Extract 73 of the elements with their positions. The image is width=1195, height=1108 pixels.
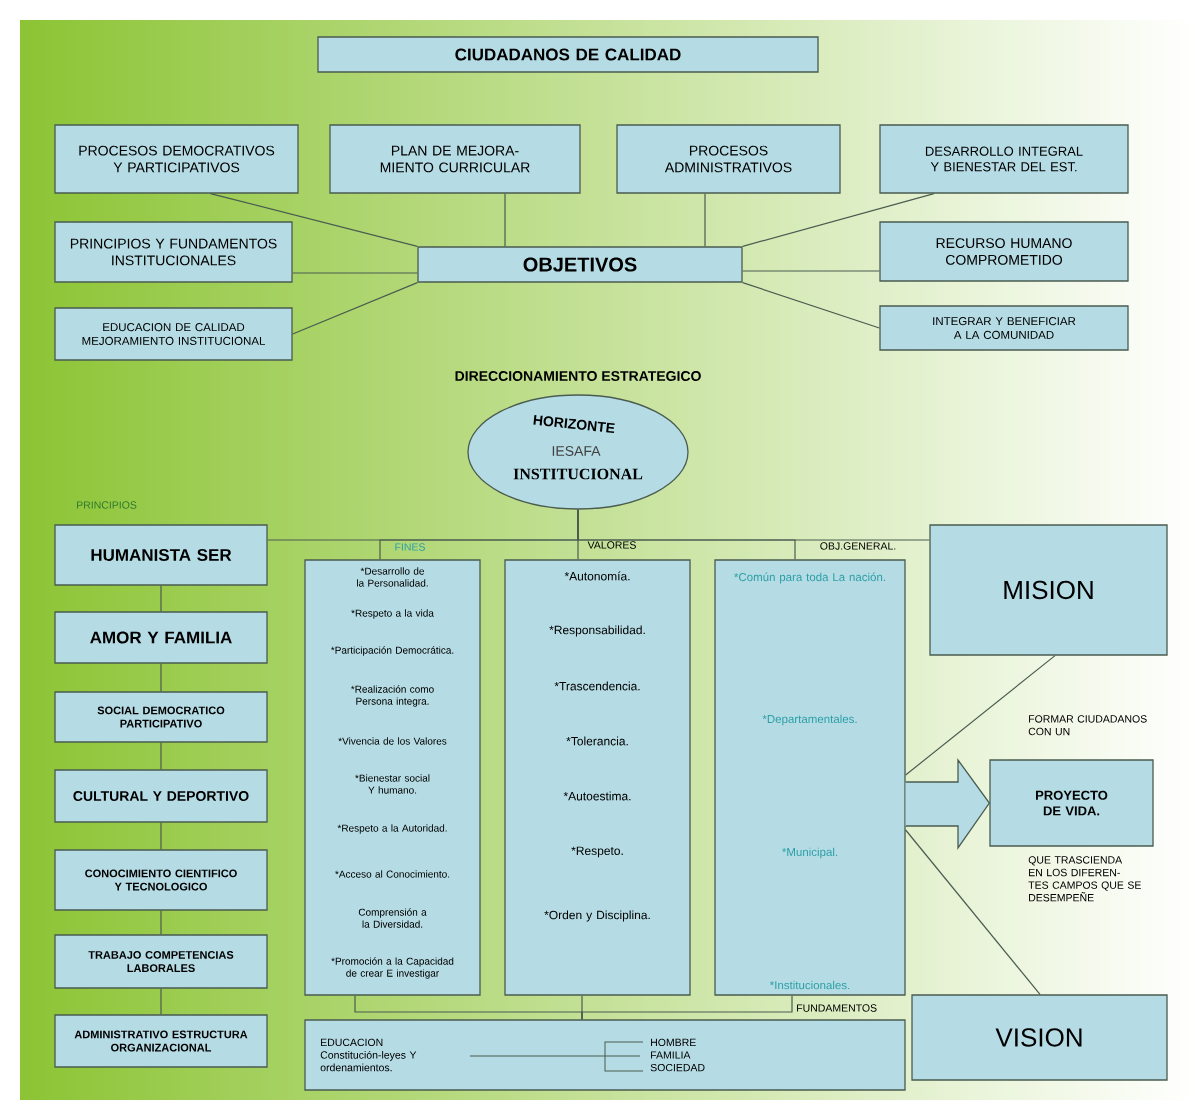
node-label: *Común para toda La nación. xyxy=(734,572,885,584)
process-box: PLAN DE MEJORA- MIENTO CURRICULAR xyxy=(329,124,581,194)
node-label: *Orden y Disciplina. xyxy=(544,910,650,922)
title-box: CIUDADANOS DE CALIDAD xyxy=(317,36,819,73)
connector-line xyxy=(742,282,880,329)
connector-line xyxy=(160,585,162,612)
process-box: PROCESOS ADMINISTRATIVOS xyxy=(616,124,841,194)
list-box: *Autonomía. *Responsabilidad. *Trascendencia. *Tolerancia. *Autoestima. *Respeto. *Orden y Disciplina. xyxy=(504,559,691,996)
principle-box: HUMANISTA SER xyxy=(54,524,268,586)
node-label: HOMBRE FAMILIA SOCIEDAD xyxy=(650,1038,705,1072)
connector-line xyxy=(209,193,418,247)
node-label: *Departamentales. xyxy=(762,714,857,726)
principle-box: CULTURAL Y DEPORTIVO xyxy=(54,769,268,823)
foundation-box: EDUCACION Constitución-leyes Y ordenamientos. HOMBRE FAMILIA SOCIEDAD xyxy=(304,1019,906,1091)
node-label: *Respeto a la Autoridad. xyxy=(337,824,447,834)
connector-line xyxy=(292,282,418,335)
list-box: *Desarrollo de la Personalidad. *Respeto a la vida *Participación Democrática. *Realización como Persona integra. *Vivencia de los Valores *Bienestar social Y humano. *Respeto a la Autoridad. *Acceso al Conocimiento. Comprensión a la Diversidad. *Promoción a la Capacidad de crear E investigar xyxy=(304,559,481,996)
process-box: PRINCIPIOS Y FUNDAMENTOS INSTITUCIONALES xyxy=(54,221,293,283)
connector-line xyxy=(742,193,935,247)
node-label: *Tolerancia. xyxy=(566,736,628,746)
connector-line xyxy=(160,663,162,692)
node-label: *Autonomía. xyxy=(564,571,630,581)
node-label: EDUCACION Constitución-leyes Y ordenamientos. xyxy=(320,1038,417,1072)
node-label: *Autoestima. xyxy=(563,791,631,801)
column-heading: OBJ.GENERAL. xyxy=(820,542,896,550)
connector-line xyxy=(160,988,162,1015)
column-heading: FINES xyxy=(395,543,425,551)
node-label: *Institucionales. xyxy=(769,980,850,990)
principle-box: AMOR Y FAMILIA xyxy=(54,611,268,664)
principle-box: CONOCIMIENTO CIENTIFICO Y TECNOLOGICO xyxy=(54,849,268,911)
node-label: *Vivencia de los Valores xyxy=(338,737,447,745)
process-box: RECURSO HUMANO COMPROMETIDO xyxy=(879,221,1129,282)
node-label: *Trascendencia. xyxy=(554,681,640,691)
node-label: *Realización como Persona integra. xyxy=(350,685,434,707)
process-box: EDUCACION DE CALIDAD MEJORAMIENTO INSTITUCIONAL xyxy=(54,307,293,361)
note-text: QUE TRASCIENDA EN LOS DIFEREN- TES CAMPOS QUE SE DESEMPEÑE xyxy=(1028,856,1141,902)
connector-line xyxy=(742,270,880,272)
node-label: *Respeto a la vida xyxy=(351,609,434,619)
node-label: *Participación Democrática. xyxy=(330,646,454,656)
principle-box: TRABAJO COMPETENCIAS LABORALES xyxy=(54,934,268,989)
connector-line xyxy=(160,910,162,935)
node-label: Comprensión a la Diversidad. xyxy=(358,908,427,928)
connector-line xyxy=(577,509,930,541)
note-text: FORMAR CIUDADANOS CON UN xyxy=(1028,715,1147,736)
connector-line xyxy=(581,995,793,1020)
node-label: *Bienestar social Y humano. xyxy=(355,774,430,794)
node-label: *Municipal. xyxy=(782,847,838,859)
node-label: *Desarrollo de la Personalidad. xyxy=(357,567,428,587)
vision-box: VISION xyxy=(911,994,1168,1081)
connector-line xyxy=(704,193,706,247)
node-label: *Acceso al Conocimiento. xyxy=(335,870,450,878)
list-box: *Común para toda La nación. *Departamentales. *Municipal. *Institucionales. xyxy=(714,559,906,996)
column-heading: VALORES xyxy=(587,541,636,549)
arc-heading: DIRECCIONAMIENTO ESTRATEGICO xyxy=(455,371,701,381)
principle-box: ADMINISTRATIVO ESTRUCTURA ORGANIZACIONAL xyxy=(54,1014,268,1068)
principle-box: SOCIAL DEMOCRATICO PARTICIPATIVO xyxy=(54,691,268,743)
process-box: DESARROLLO INTEGRAL Y BIENESTAR DEL EST. xyxy=(879,124,1129,194)
connector-line xyxy=(292,272,418,274)
process-box: PROCESOS DEMOCRATIVOS Y PARTICIPATIVOS xyxy=(54,124,299,194)
oval: HORIZONTE IESAFA INSTITUCIONAL xyxy=(467,394,689,510)
node-label: *Promoción a la Capacidad de crear E investigar xyxy=(331,957,454,979)
objective-box: OBJETIVOS xyxy=(417,246,743,283)
node-label: *Responsabilidad. xyxy=(549,625,645,637)
section-label: PRINCIPIOS xyxy=(77,501,137,509)
connector-line xyxy=(160,742,162,770)
project-box: PROYECTO DE VIDA. xyxy=(989,759,1154,847)
connector-line xyxy=(504,193,506,247)
connector-line xyxy=(160,822,162,850)
section-label: FUNDAMENTOS xyxy=(797,1004,877,1012)
mission-box: MISION xyxy=(929,524,1168,656)
node-label: *Respeto. xyxy=(571,846,623,858)
block-arrow xyxy=(905,758,991,851)
process-box: INTEGRAR Y BENEFICIAR A LA COMUNIDAD xyxy=(879,305,1129,351)
